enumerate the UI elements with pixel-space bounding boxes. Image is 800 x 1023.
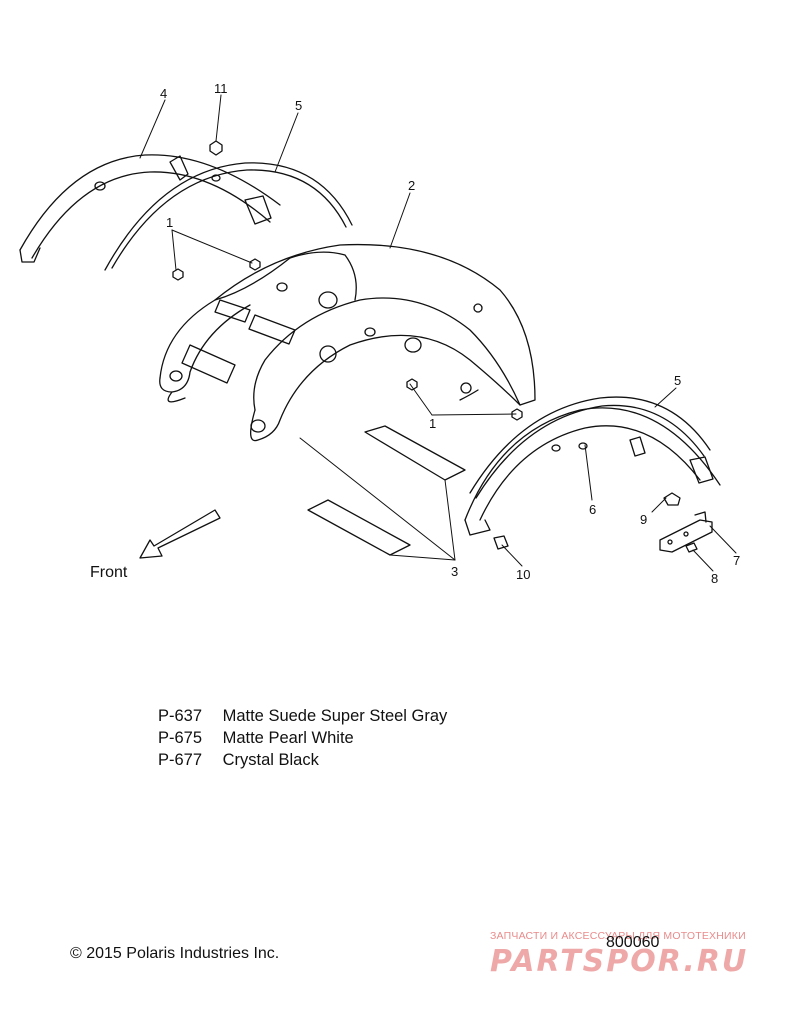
color-row: P-675 Matte Pearl White xyxy=(158,727,447,749)
part-4-fender-trim xyxy=(19,154,281,263)
callout-2: 2 xyxy=(408,178,415,193)
callout-9: 9 xyxy=(640,512,647,527)
part-6-rear-fender-trim xyxy=(464,407,721,536)
copyright-notice: © 2015 Polaris Industries Inc. xyxy=(70,945,280,962)
front-label: Front xyxy=(90,564,128,581)
color-code: P-637 xyxy=(158,707,203,725)
part-3-adhesive-pads xyxy=(307,425,466,556)
part-5-upper-trim-strip xyxy=(104,162,353,271)
color-code-list: P-637 Matte Suede Super Steel Gray P-675… xyxy=(158,705,447,771)
part-1-fasteners xyxy=(172,258,523,421)
callout-6: 6 xyxy=(589,502,596,517)
callout-4: 4 xyxy=(160,86,167,101)
callout-1-upper: 1 xyxy=(166,215,173,230)
color-row: P-637 Matte Suede Super Steel Gray xyxy=(158,705,447,727)
diagram-id: 800060 xyxy=(606,934,660,951)
callout-5-upper: 5 xyxy=(295,98,302,113)
color-row: P-677 Crystal Black xyxy=(158,749,447,771)
callout-7: 7 xyxy=(733,553,740,568)
part-9-clip xyxy=(663,492,681,506)
callout-8: 8 xyxy=(711,571,718,586)
callout-5-lower: 5 xyxy=(674,373,681,388)
part-10-bumper-pad xyxy=(493,535,509,550)
front-direction-arrow xyxy=(139,509,221,559)
part-2-main-fender xyxy=(159,243,536,442)
part-8-screw xyxy=(685,542,698,553)
color-name: Matte Suede Super Steel Gray xyxy=(222,707,448,725)
color-code: P-675 xyxy=(158,729,203,747)
watermark-tagline: ЗАПЧАСТИ И АКСЕССУАРЫ ДЛЯ МОТОТЕХНИКИ xyxy=(490,930,746,942)
callout-11: 11 xyxy=(214,81,228,96)
color-code: P-677 xyxy=(158,751,203,769)
part-11-clip-nut xyxy=(209,140,223,156)
callout-10: 10 xyxy=(516,567,530,582)
callout-1-lower: 1 xyxy=(429,416,436,431)
color-name: Crystal Black xyxy=(222,751,319,769)
part-7-bracket xyxy=(659,511,713,553)
leader-lines xyxy=(139,94,737,572)
part-5-lower-trim-strip xyxy=(469,396,711,499)
callout-3: 3 xyxy=(451,564,458,579)
callout-numbers: 4 11 5 2 1 1 5 6 9 7 8 3 10 xyxy=(160,81,740,586)
color-name: Matte Pearl White xyxy=(222,729,354,747)
watermark-logo: PARTSPOR.RU xyxy=(490,944,749,979)
